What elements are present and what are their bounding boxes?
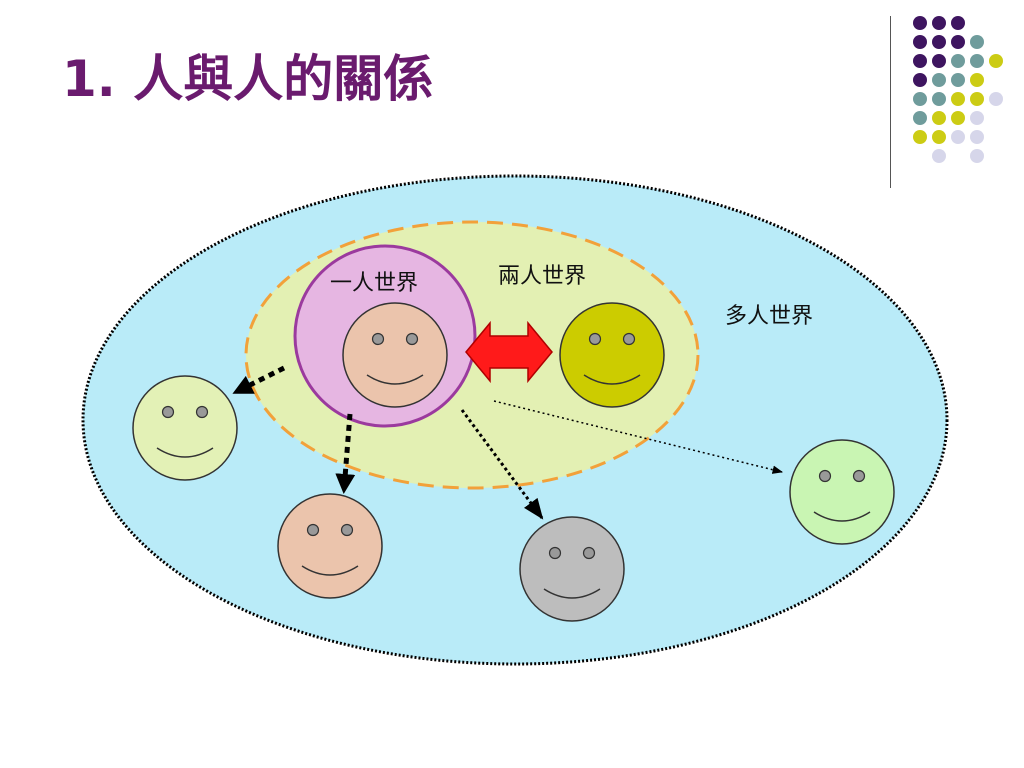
self-world-label: 一人世界 [330, 271, 419, 296]
face-mouth [543, 588, 601, 599]
decorative-dot [932, 149, 946, 163]
face-head [342, 302, 448, 408]
decorative-dot [970, 111, 984, 125]
face-eye [161, 405, 175, 419]
face-eye [405, 332, 419, 346]
decorative-dot [932, 111, 946, 125]
decorative-dot [989, 54, 1003, 68]
title-divider-line [890, 16, 891, 188]
multi-person-world-label: 多人世界 [725, 304, 814, 329]
decorative-dot [913, 130, 927, 144]
decorative-dot [951, 130, 965, 144]
decorative-dot [932, 35, 946, 49]
decorative-dot [932, 54, 946, 68]
face-head [519, 516, 625, 622]
face-mouth [366, 374, 424, 385]
self-smiley-face [342, 302, 448, 408]
face-eye [340, 523, 354, 537]
two-person-world-label: 兩人世界 [498, 264, 587, 289]
face-eye [306, 523, 320, 537]
decorative-dot [913, 35, 927, 49]
slide-title: 1. 人與人的關係 [62, 50, 434, 108]
dashed-arrow-to-left-face [232, 365, 286, 395]
decorative-dot [970, 92, 984, 106]
face-head [559, 302, 665, 408]
decorative-dot [913, 92, 927, 106]
decorative-dot [932, 16, 946, 30]
decorative-dot [951, 73, 965, 87]
face-eye [195, 405, 209, 419]
decorative-dot [970, 149, 984, 163]
face-head [277, 493, 383, 599]
face-head [132, 375, 238, 481]
face-eye [852, 469, 866, 483]
face-eye [582, 546, 596, 560]
face-mouth [813, 511, 871, 522]
decorative-dot [951, 35, 965, 49]
decorative-dot [932, 130, 946, 144]
decorative-dot [951, 54, 965, 68]
decorative-dot [970, 35, 984, 49]
double-arrow-icon [465, 320, 553, 384]
face-eye [622, 332, 636, 346]
decorative-dot [970, 73, 984, 87]
decorative-dot [989, 92, 1003, 106]
decorative-dot [932, 73, 946, 87]
decorative-dot [951, 111, 965, 125]
face-eye [371, 332, 385, 346]
dotted-arrow-to-bottom-mid-face [460, 409, 544, 520]
decorative-dot [951, 16, 965, 30]
bottom-left-smiley-face [277, 493, 383, 599]
partner-smiley-face [559, 302, 665, 408]
decorative-dot [951, 92, 965, 106]
right-smiley-face [789, 439, 895, 545]
face-mouth [301, 565, 359, 576]
dashed-arrow-to-bottom-left-face [335, 413, 356, 494]
decorative-dot-grid [913, 16, 1003, 163]
bottom-mid-smiley-face [519, 516, 625, 622]
face-eye [588, 332, 602, 346]
decorative-dot [913, 111, 927, 125]
decorative-dot [932, 92, 946, 106]
face-head [789, 439, 895, 545]
decorative-dot [913, 54, 927, 68]
decorative-dot [913, 16, 927, 30]
face-mouth [156, 447, 214, 458]
decorative-dot [970, 130, 984, 144]
face-eye [818, 469, 832, 483]
decorative-dot [970, 54, 984, 68]
decorative-dot [913, 73, 927, 87]
face-mouth [583, 374, 641, 385]
left-smiley-face [132, 375, 238, 481]
face-eye [548, 546, 562, 560]
